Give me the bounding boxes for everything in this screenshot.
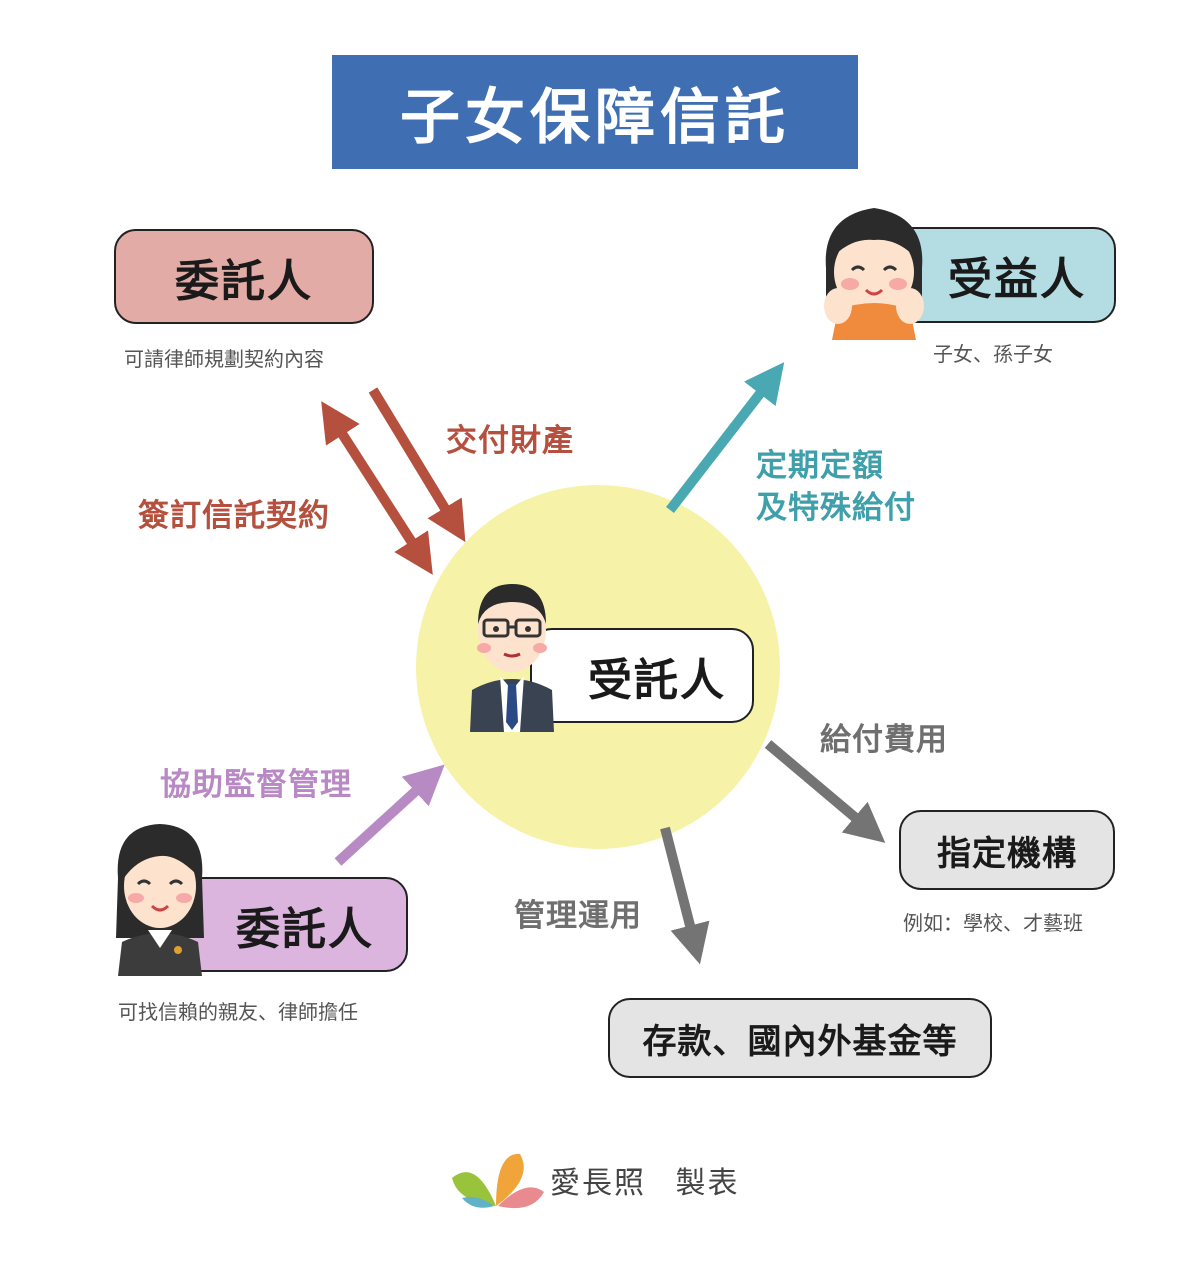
arrow-deliver-property [368,387,466,543]
institution-box: 指定機構 [899,810,1115,890]
page-title: 子女保障信託 [400,82,790,153]
supervisor-label: 委託人 [236,903,374,955]
trustee-label: 受託人 [588,654,726,706]
assets-box: 存款、國內外基金等 [608,998,992,1078]
arrow-pay-expenses [764,740,886,843]
arrow-regular-payment [666,362,785,514]
beneficiary-label: 受益人 [948,254,1086,305]
label-assist-supervise: 協助監督管理 [160,767,352,803]
beneficiary-note: 子女、孫子女 [933,342,1053,366]
institution-label: 指定機構 [937,833,1077,874]
label-regular-payment-line2: 及特殊給付 [756,490,916,526]
brand-logo-icon [452,1153,544,1209]
supervisor-box: 委託人 [168,877,408,972]
supervisor-avatar-icon [116,824,204,976]
label-sign-contract: 簽訂信託契約 [138,498,330,534]
trustee-box: 受託人 [530,628,754,723]
footer-credit: 愛長照 製表 [550,1158,740,1202]
label-regular-payment-line1: 定期定額 [756,448,884,484]
assets-label: 存款、國內外基金等 [642,1021,958,1062]
footer-suffix: 製表 [675,1166,740,1201]
institution-note: 例如：學校、才藝班 [903,911,1083,935]
label-manage-invest: 管理運用 [514,898,642,934]
label-deliver-property: 交付財產 [446,423,574,459]
arrow-manage-invest [660,826,710,965]
footer-brand: 愛長照 [550,1166,646,1201]
title-banner: 子女保障信託 [332,55,858,169]
settlor-label: 委託人 [175,255,313,307]
settlor-box: 委託人 [114,229,374,324]
settlor-note: 可請律師規劃契約內容 [124,347,324,371]
label-pay-expenses: 給付費用 [820,722,948,758]
child-avatar-icon [824,208,924,340]
supervisor-note: 可找信賴的親友、律師擔任 [118,1000,358,1024]
arrow-assist-supervise [334,764,445,866]
trustee-avatar-icon [470,584,554,732]
arrow-sign-contract [321,401,433,575]
